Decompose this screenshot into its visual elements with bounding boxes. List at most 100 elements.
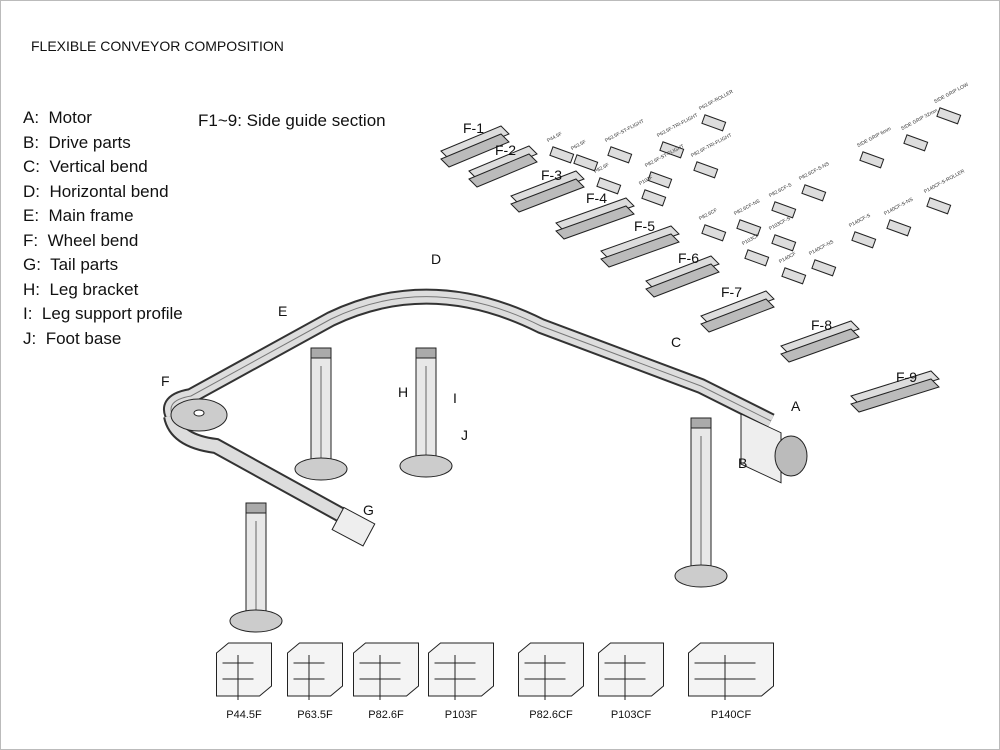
chain-sample [693, 161, 719, 179]
side-guide-label: F-5 [634, 218, 655, 234]
legend-item: C: Vertical bend [23, 157, 148, 177]
leg-bracket [690, 417, 712, 429]
legend-key: B: [23, 132, 40, 152]
callout-label: J [461, 427, 468, 443]
profile-detail [694, 655, 756, 700]
legend-key: G: [23, 255, 41, 274]
side-guide-label: F-4 [586, 190, 607, 206]
callout-label: A [791, 398, 801, 414]
side-guide-label: F-9 [896, 369, 917, 385]
side-guide-lower [700, 298, 775, 333]
profile-label: P63.5F [297, 709, 333, 721]
profile-detail [434, 655, 476, 700]
profile-detail [222, 655, 254, 700]
legend-label: Leg bracket [49, 279, 139, 299]
side-guide-lower [468, 153, 538, 188]
legend-key: I: [23, 304, 33, 323]
side-guide [555, 197, 635, 232]
profile-detail [293, 655, 325, 700]
side-guide [510, 170, 585, 205]
profile-label: P44.5F [226, 709, 262, 721]
leg-bracket [415, 347, 437, 359]
profile-shape [688, 642, 774, 697]
chain-sample [811, 259, 837, 277]
side-guide-lower [440, 133, 510, 168]
foot-base [229, 609, 283, 633]
legend-item: E: Main frame [23, 206, 134, 226]
side-guide-label: F-7 [721, 284, 742, 300]
side-guide-label: F-6 [678, 250, 699, 266]
legend-item: H: Leg bracket [23, 280, 138, 300]
motor [774, 435, 808, 477]
chain-sample [701, 224, 727, 242]
legend-item: A: Motor [23, 108, 92, 128]
legend-item: J: Foot base [23, 329, 121, 349]
chain-sample [659, 141, 685, 159]
callout-label: C [671, 334, 682, 350]
profile-label: P140CF [710, 709, 752, 721]
legend-key: E: [23, 206, 40, 225]
side-guide [850, 370, 940, 405]
chain-sample [903, 134, 929, 152]
profile-detail [359, 655, 401, 700]
chain-sample [771, 234, 797, 252]
side-guide-label: F-1 [463, 120, 484, 136]
legend-key: F: [23, 230, 39, 250]
side-guide-lower [555, 205, 635, 240]
side-guide-label: F-3 [541, 167, 562, 183]
track-fill [165, 290, 774, 427]
callout-label: G [363, 502, 374, 518]
foot-base [399, 454, 453, 478]
chain-sample [607, 146, 633, 164]
callout-label: B [738, 455, 748, 471]
chain-sample [647, 171, 673, 189]
chain-sample [641, 189, 667, 207]
side-guide-lower [850, 378, 940, 413]
chain-sample [926, 197, 952, 215]
profile-shape [353, 642, 419, 697]
side-guide [700, 290, 775, 325]
conveyor-group [163, 107, 962, 700]
profile-detail [604, 655, 646, 700]
chain-sample [596, 177, 622, 195]
chain-sample [801, 184, 827, 202]
callout-label: I [453, 390, 457, 406]
profile-label: P103CF [610, 709, 652, 721]
chain-sample [886, 219, 912, 237]
side-guide-lower [510, 178, 585, 213]
legend-item: B: Drive parts [23, 133, 131, 153]
chain-sample [771, 201, 797, 219]
tail-unit [331, 506, 376, 547]
legend-label: Horizontal bend [49, 181, 169, 201]
chain-sample [781, 267, 807, 285]
callout-label: D [431, 251, 442, 267]
callout-label: E [278, 303, 288, 319]
profile-label: P82.6F [368, 709, 404, 721]
chain-sample [851, 231, 877, 249]
track-center [170, 296, 772, 422]
side-guide-lower [645, 263, 720, 298]
legend-item: G: Tail parts [23, 255, 118, 275]
callout-label: F [161, 373, 170, 389]
legend-label: Vertical bend [49, 157, 148, 176]
side-guide [780, 320, 860, 355]
side-guide [600, 225, 680, 260]
legend-item: D: Horizontal bend [23, 182, 169, 202]
profile-label: P82.6CF [529, 709, 573, 721]
side-guide-note: F1~9: Side guide section [198, 111, 386, 130]
profile-shape [428, 642, 494, 697]
legend-key: C: [23, 157, 40, 176]
foot-base [294, 457, 348, 481]
side-guide [645, 255, 720, 290]
chain-sample [744, 249, 770, 267]
page-title: FLEXIBLE CONVEYOR COMPOSITION [31, 38, 284, 54]
profile-shape [598, 642, 664, 697]
legend-key: J: [23, 328, 37, 348]
profile-detail [524, 655, 566, 700]
legend-label: Tail parts [50, 255, 119, 274]
leg-bracket [245, 502, 267, 514]
wheel-hub [193, 409, 205, 417]
side-guide-label: F-8 [811, 317, 832, 333]
callout-label: H [398, 384, 409, 400]
